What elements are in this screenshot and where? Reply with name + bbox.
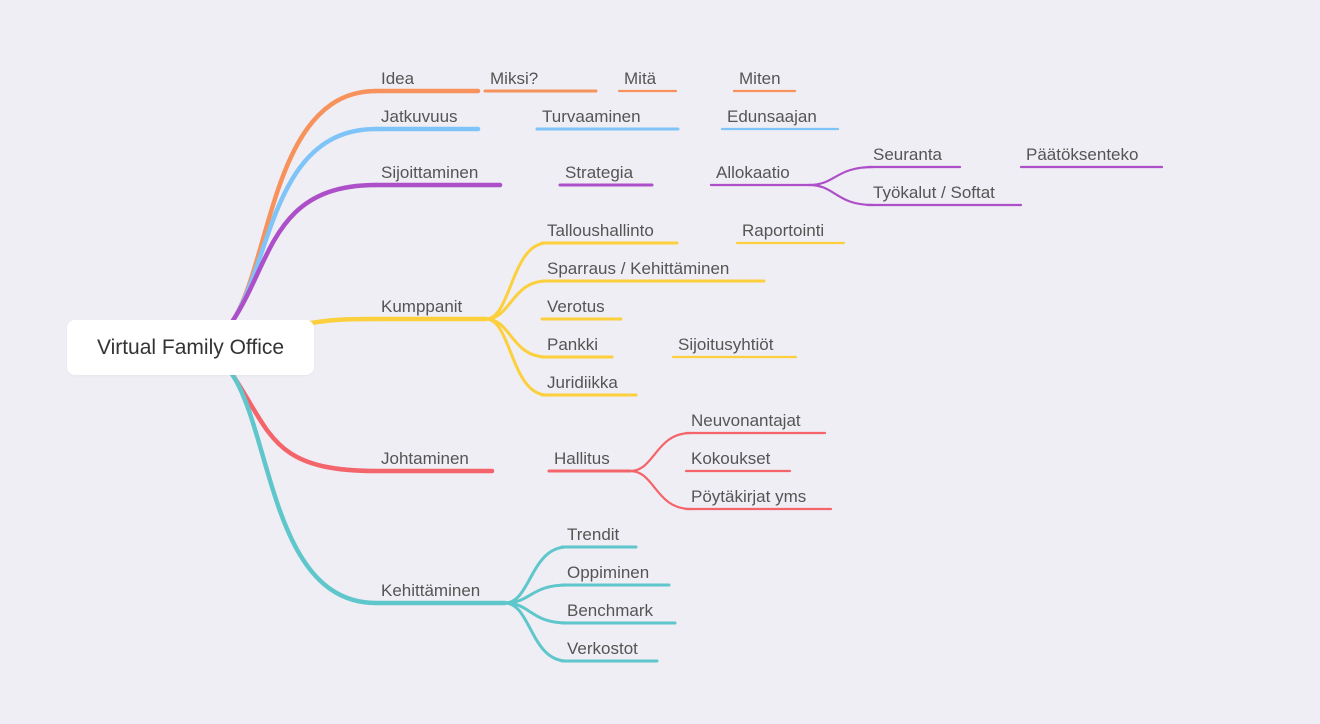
topic-sparraus-kehittaminen[interactable]: Sparraus / Kehittäminen bbox=[547, 259, 730, 278]
topic-paatoksenteko[interactable]: Päätöksenteko bbox=[1026, 145, 1139, 164]
topic-allokaatio[interactable]: Allokaatio bbox=[716, 163, 790, 182]
topic-neuvonantajat[interactable]: Neuvonantajat bbox=[691, 411, 801, 430]
connector-seuranta bbox=[807, 165, 875, 187]
topic-miten[interactable]: Miten bbox=[739, 69, 781, 88]
connector-kehittaminen bbox=[229, 371, 379, 606]
topic-raportointi[interactable]: Raportointi bbox=[742, 221, 825, 240]
topic-mita[interactable]: Mitä bbox=[624, 69, 657, 88]
topic-kumppanit[interactable]: Kumppanit bbox=[381, 297, 463, 316]
connector-neuvonantajat bbox=[628, 431, 693, 473]
connector-jatkuvuus bbox=[229, 126, 379, 325]
root-topic[interactable]: Virtual Family Office bbox=[67, 320, 314, 375]
topic-verkostot[interactable]: Verkostot bbox=[567, 639, 638, 658]
topic-verotus[interactable]: Verotus bbox=[547, 297, 605, 316]
topic-poytakirjat-yms[interactable]: Pöytäkirjat yms bbox=[691, 487, 807, 506]
connector-tyokalut-softat bbox=[807, 183, 875, 207]
topic-trendit[interactable]: Trendit bbox=[567, 525, 620, 544]
connector-sijoittaminen bbox=[229, 182, 379, 325]
root-topic-label: Virtual Family Office bbox=[96, 335, 285, 359]
topic-johtaminen[interactable]: Johtaminen bbox=[381, 449, 469, 468]
topic-jatkuvuus[interactable]: Jatkuvuus bbox=[381, 107, 458, 126]
topic-tyokalut-softat[interactable]: Työkalut / Softat bbox=[873, 183, 995, 202]
connector-juridiikka bbox=[484, 317, 549, 397]
connector-sparraus-kehittaminen bbox=[484, 279, 549, 321]
topic-sijoittaminen[interactable]: Sijoittaminen bbox=[381, 163, 479, 182]
topic-miksi[interactable]: Miksi? bbox=[490, 69, 539, 88]
topic-idea[interactable]: Idea bbox=[381, 69, 415, 88]
topic-kokoukset[interactable]: Kokoukset bbox=[691, 449, 771, 468]
connector-poytakirjat-yms bbox=[628, 469, 693, 511]
topic-talloushallinto[interactable]: Talloushallinto bbox=[547, 221, 654, 240]
topic-juridiikka[interactable]: Juridiikka bbox=[547, 373, 618, 392]
topic-edunsaajan[interactable]: Edunsaajan bbox=[727, 107, 817, 126]
topic-strategia[interactable]: Strategia bbox=[565, 163, 634, 182]
topic-kehittaminen[interactable]: Kehittäminen bbox=[381, 581, 481, 600]
connector-verkostot bbox=[503, 601, 569, 663]
topic-sijoitusyhtiot[interactable]: Sijoitusyhtiöt bbox=[678, 335, 774, 354]
topic-oppiminen[interactable]: Oppiminen bbox=[567, 563, 650, 582]
connector-trendit bbox=[503, 545, 569, 605]
topic-seuranta[interactable]: Seuranta bbox=[873, 145, 942, 164]
topic-benchmark[interactable]: Benchmark bbox=[567, 601, 653, 620]
topic-hallitus[interactable]: Hallitus bbox=[554, 449, 610, 468]
topic-turvaaminen[interactable]: Turvaaminen bbox=[542, 107, 641, 126]
topic-pankki[interactable]: Pankki bbox=[547, 335, 599, 354]
